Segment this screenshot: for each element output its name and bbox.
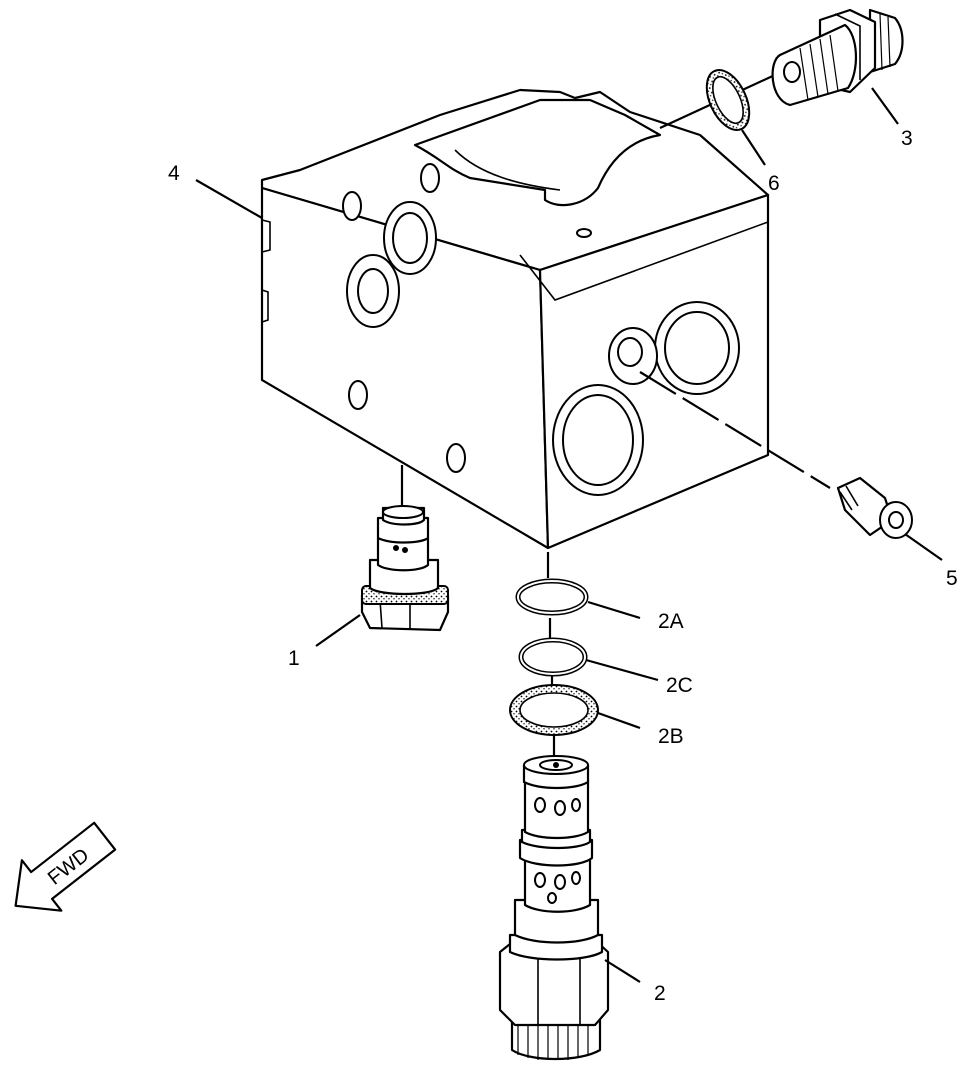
callout-1: 1 — [288, 647, 300, 670]
plug — [639, 371, 913, 539]
callout-3: 3 — [901, 127, 913, 150]
cartridge-valve-2 — [498, 755, 610, 1061]
seal-2b — [509, 684, 599, 736]
callout-5: 5 — [946, 567, 958, 590]
callout-6: 6 — [768, 172, 780, 195]
callout-2c: 2C — [666, 674, 693, 697]
callout-4: 4 — [168, 162, 180, 185]
o-ring-6 — [705, 69, 751, 131]
leader-lines — [195, 87, 943, 983]
valve-body — [260, 88, 770, 550]
callout-2a: 2A — [658, 610, 684, 633]
seal-2c — [518, 637, 588, 677]
cartridge-valve — [360, 465, 450, 632]
callout-2b: 2B — [658, 725, 684, 748]
seal-2a — [515, 578, 589, 616]
callout-2: 2 — [654, 982, 666, 1005]
fwd-arrow-icon: FWD — [14, 821, 117, 912]
fitting — [659, 8, 904, 129]
